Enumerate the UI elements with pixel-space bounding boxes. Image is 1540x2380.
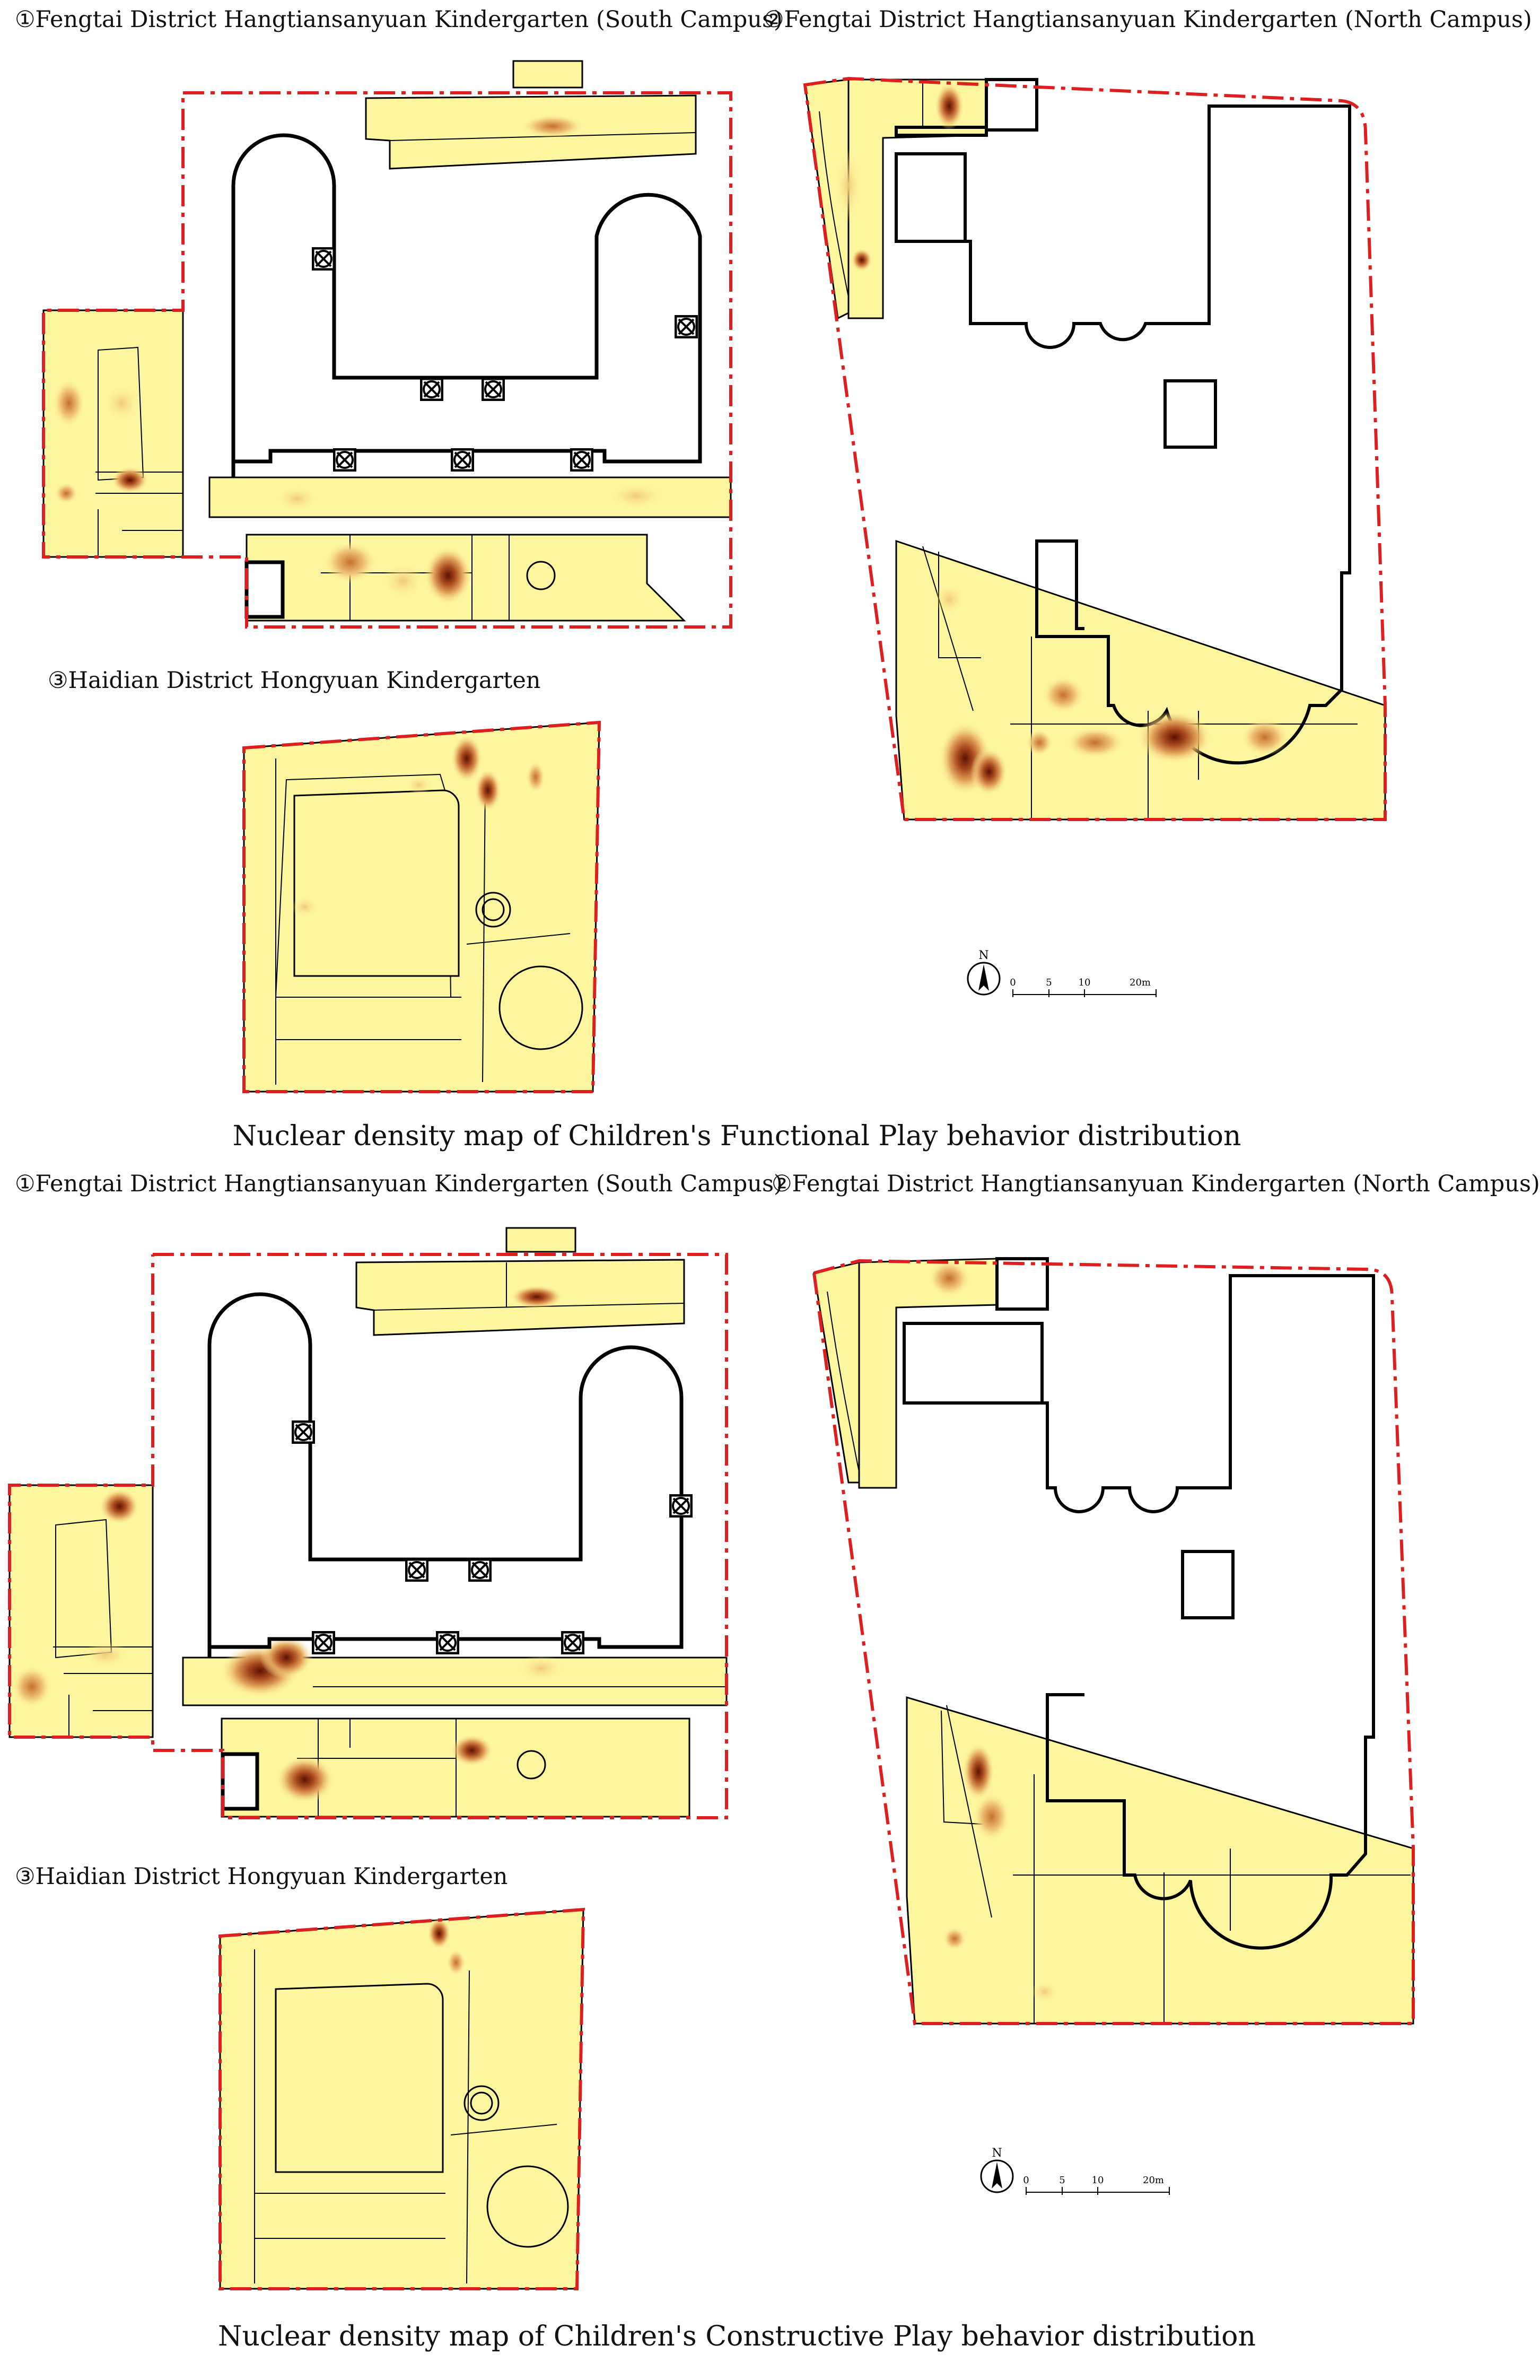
south-campus-label: ①Fengtai District Hangtiansanyuan Kinder… xyxy=(15,6,783,33)
north-letter-2: N xyxy=(992,2147,1002,2160)
north-letter: N xyxy=(978,949,988,962)
functional-play-section: ①Fengtai District Hangtiansanyuan Kinder… xyxy=(0,0,1532,1188)
scale-tick-10: 10 xyxy=(1079,977,1091,988)
scale-tick-5-2: 5 xyxy=(1059,2175,1065,2186)
north-campus-label-2: ②Fengtai District Hangtiansanyuan Kinder… xyxy=(772,1171,1540,1197)
scale-tick-20m: 20m xyxy=(1130,977,1151,988)
haidian-label: ③Haidian District Hongyuan Kindergarten xyxy=(48,667,541,694)
haidian-map-2 xyxy=(218,1907,585,2290)
north-arrow-and-scale xyxy=(967,962,1157,997)
scale-tick-0: 0 xyxy=(1010,977,1016,988)
scale-tick-20m-2: 20m xyxy=(1143,2175,1164,2186)
functional-play-maps: N 0 5 10 20m xyxy=(42,60,1387,1093)
south-campus-map xyxy=(42,60,732,629)
functional-play-caption: Nuclear density map of Children's Functi… xyxy=(232,1120,1241,1152)
constructive-play-caption: Nuclear density map of Children's Constr… xyxy=(218,2321,1256,2352)
south-campus-label-2: ①Fengtai District Hangtiansanyuan Kinder… xyxy=(15,1171,783,1197)
scale-tick-0-2: 0 xyxy=(1023,2175,1029,2186)
north-campus-map-2 xyxy=(812,1257,1415,2025)
scale-tick-10-2: 10 xyxy=(1092,2175,1104,2186)
haidian-map xyxy=(242,720,601,1093)
scale-tick-5: 5 xyxy=(1046,977,1052,988)
north-arrow-and-scale-2 xyxy=(980,2159,1170,2195)
constructive-play-section: ①Fengtai District Hangtiansanyuan Kinder… xyxy=(0,1164,1540,2352)
constructive-play-maps: N 0 5 10 20m xyxy=(8,1227,1415,2290)
south-campus-map-2 xyxy=(8,1227,728,1819)
north-campus-map xyxy=(803,76,1387,821)
haidian-label-2: ③Haidian District Hongyuan Kindergarten xyxy=(15,1863,508,1890)
north-campus-label: ②Fengtai District Hangtiansanyuan Kinder… xyxy=(764,6,1532,33)
